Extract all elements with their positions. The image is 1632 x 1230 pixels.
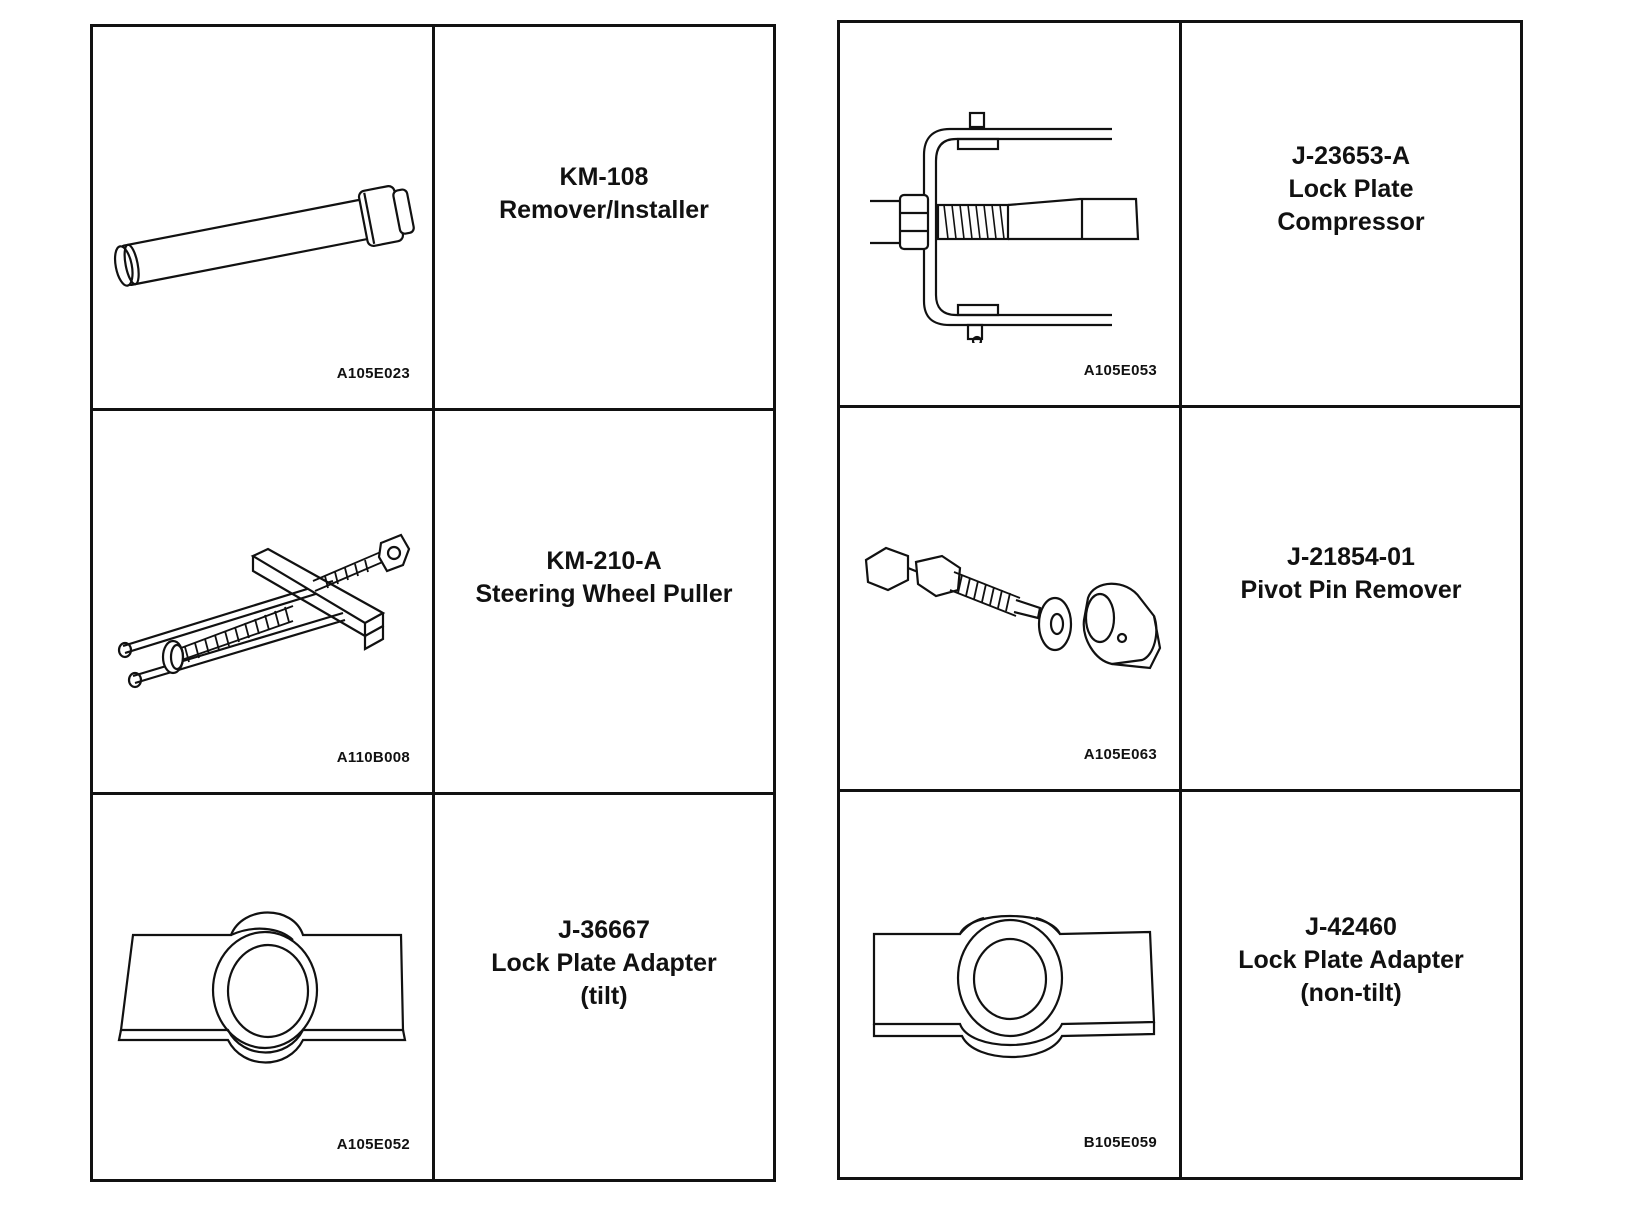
tool-table-left: A105E023 KM-108 Remover/Installer <box>90 24 776 1182</box>
pivot-pin-remover-icon <box>850 428 1172 728</box>
figure-code: A105E052 <box>336 1136 410 1153</box>
tool-image-cell: A105E063 <box>840 407 1182 793</box>
figure-code: A110B008 <box>336 749 410 766</box>
tool-name: Steering Wheel Puller <box>475 579 733 608</box>
tool-image-cell: B105E059 <box>840 792 1182 1177</box>
tool-description-cell: J-42460 Lock Plate Adapter (non-tilt) <box>1182 792 1520 1177</box>
figure-code: A105E063 <box>1083 746 1157 764</box>
tool-name: Lock Plate Adapter <box>1238 946 1464 975</box>
tool-description-cell: J-21854-01 Pivot Pin Remover <box>1182 408 1520 793</box>
tool-name: Lock Plate <box>1288 175 1414 204</box>
tool-name: Lock Plate Adapter <box>491 948 717 977</box>
tool-note: (tilt) <box>580 981 628 1010</box>
lock-plate-adapter-icon <box>103 815 425 1115</box>
tool-note: (non-tilt) <box>1300 979 1402 1008</box>
tool-note: Compressor <box>1277 208 1425 237</box>
tool-description-cell: KM-210-A Steering Wheel Puller <box>435 411 773 795</box>
tool-description-cell: J-23653-A Lock Plate Compressor <box>1182 23 1520 408</box>
tool-number: J-42460 <box>1305 913 1397 942</box>
figure-code: B105E059 <box>1083 1133 1157 1151</box>
tool-image-cell: A105E052 <box>93 795 435 1179</box>
tool-image-cell: A110B008 <box>93 411 435 795</box>
lock-plate-adapter-icon <box>850 812 1172 1112</box>
tool-image-cell: A105E053 <box>840 23 1182 408</box>
tool-number: KM-210-A <box>546 546 662 575</box>
tool-number: KM-108 <box>559 162 649 191</box>
remover-installer-icon <box>103 47 425 347</box>
tool-number: J-23653-A <box>1291 142 1411 171</box>
steering-wheel-puller-icon <box>103 431 425 731</box>
tool-name: Pivot Pin Remover <box>1240 576 1462 605</box>
figure-code: A105E023 <box>336 365 410 382</box>
tool-description-cell: J-36667 Lock Plate Adapter (tilt) <box>435 795 773 1179</box>
tool-number: J-36667 <box>558 915 650 944</box>
figure-code: A105E053 <box>1083 361 1157 379</box>
tool-number: J-21854-01 <box>1287 543 1415 572</box>
lock-plate-compressor-icon <box>850 43 1172 343</box>
tool-image-cell: A105E023 <box>93 27 435 411</box>
tool-description-cell: KM-108 Remover/Installer <box>435 27 773 411</box>
tool-table-right: A105E053 J-23653-A Lock Plate Compressor <box>837 20 1523 1180</box>
tool-name: Remover/Installer <box>499 195 709 224</box>
